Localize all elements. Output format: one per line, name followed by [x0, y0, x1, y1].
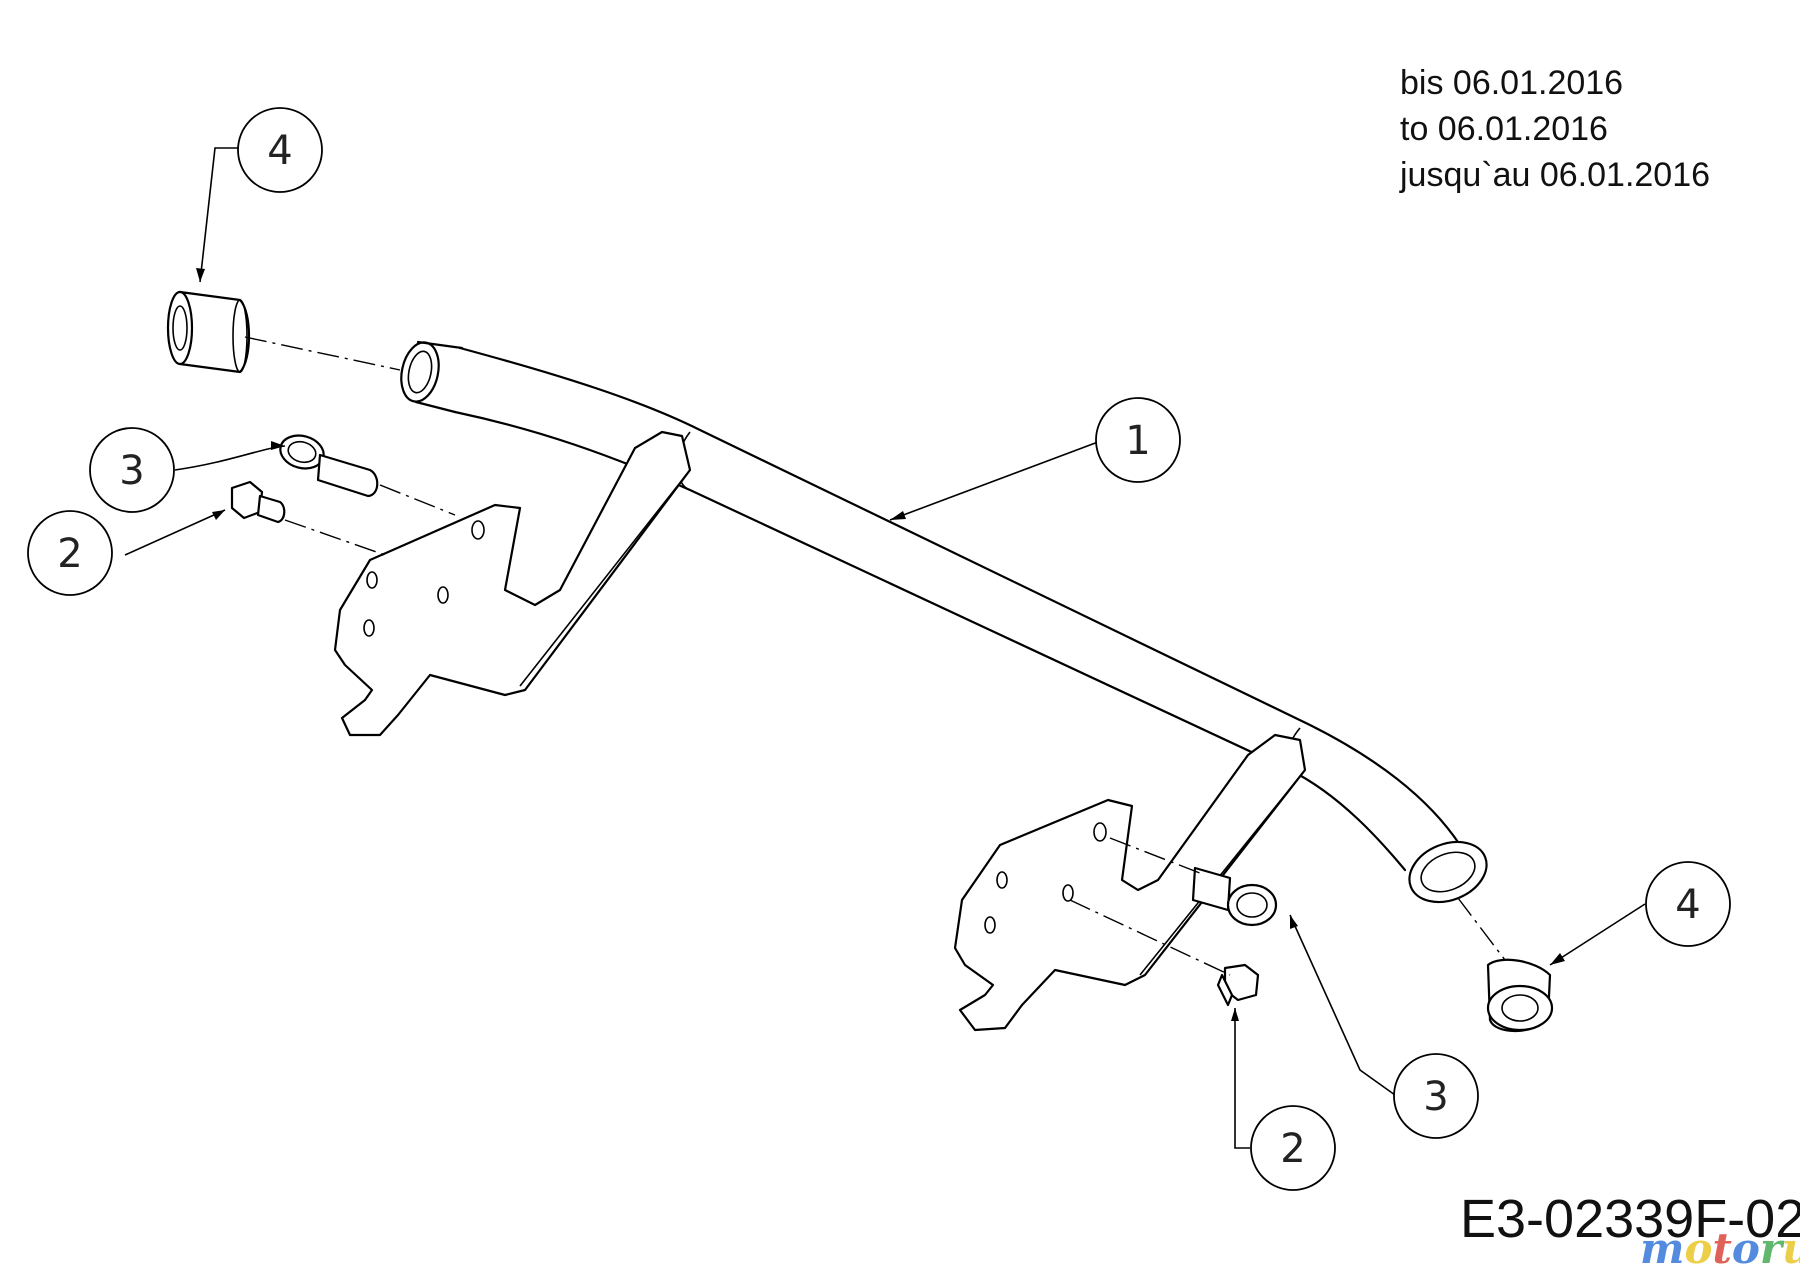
callout-label: 4: [1675, 882, 1700, 928]
callout-3-right: 3: [1393, 1053, 1479, 1139]
watermark-letter: t: [1712, 1224, 1732, 1273]
callout-label: 3: [1423, 1074, 1448, 1120]
drawing-number: E3-02339F-02: [1460, 1189, 1800, 1249]
right-bracket: [953, 733, 1307, 1032]
validity-note: bis 06.01.2016 to 06.01.2016 jusqu`au 06…: [1400, 60, 1710, 198]
left-bushing: [166, 290, 251, 374]
watermark-letter: o: [1684, 1224, 1713, 1273]
watermark-letter: r: [1759, 1224, 1783, 1273]
callout-label: 4: [267, 128, 292, 174]
callout-4-right: 4: [1645, 861, 1731, 947]
right-bushing: [1486, 958, 1554, 1033]
right-bolt: [1216, 963, 1260, 1007]
watermark-logo: motoruf: [1640, 1224, 1800, 1273]
callout-label: 1: [1125, 418, 1150, 464]
right-spacer: [1191, 866, 1278, 927]
callout-label: 2: [57, 531, 82, 577]
alignment-lines: [244, 336, 1506, 976]
callout-2-right: 2: [1250, 1105, 1336, 1191]
watermark-letter: m: [1640, 1224, 1685, 1273]
arrowheads: [196, 268, 1565, 1021]
callout-4-left: 4: [237, 107, 323, 193]
validity-de: bis 06.01.2016: [1400, 64, 1624, 102]
callout-label: 2: [1280, 1126, 1305, 1172]
watermark-letter: o: [1731, 1224, 1760, 1273]
left-spacer: [279, 434, 379, 498]
callout-2-left: 2: [27, 510, 113, 596]
left-bolt: [230, 480, 286, 524]
validity-fr: jusqu`au 06.01.2016: [1400, 156, 1711, 194]
watermark-letter: u: [1782, 1224, 1800, 1273]
callout-3-left: 3: [89, 427, 175, 513]
callout-label: 3: [119, 448, 144, 494]
callout-1: 1: [1095, 397, 1181, 483]
validity-en: to 06.01.2016: [1400, 110, 1608, 148]
left-bracket: [333, 430, 692, 737]
